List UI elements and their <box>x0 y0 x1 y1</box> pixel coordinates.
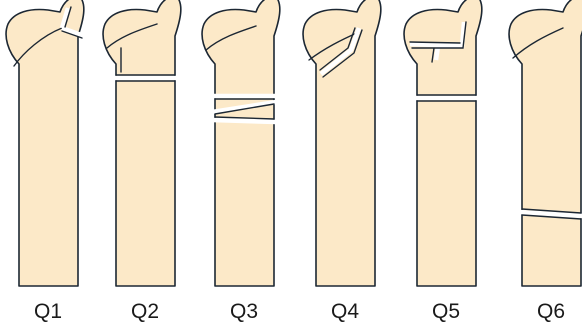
humerus-bone-shape <box>202 0 280 286</box>
diagram-label: Q4 <box>331 300 359 323</box>
humerus-bone-shape <box>303 0 381 286</box>
humerus-bone-shape <box>509 0 582 286</box>
diagram-q4: Q4 <box>303 0 381 323</box>
diagram-q1: Q1 <box>6 0 84 323</box>
diagram-label: Q6 <box>537 300 565 323</box>
diagram-label: Q1 <box>34 300 62 323</box>
humerus-bone-shape <box>6 0 84 286</box>
diagram-label: Q5 <box>432 300 460 323</box>
diagram-q5: Q5 <box>404 0 482 323</box>
diagram-q2: Q2 <box>103 0 181 323</box>
diagram-q3: Q3 <box>202 0 280 323</box>
fracture-gap <box>212 120 276 122</box>
diagram-label: Q3 <box>230 300 258 323</box>
diagram-q6: Q6 <box>509 0 582 323</box>
diagram-label: Q2 <box>131 300 159 323</box>
